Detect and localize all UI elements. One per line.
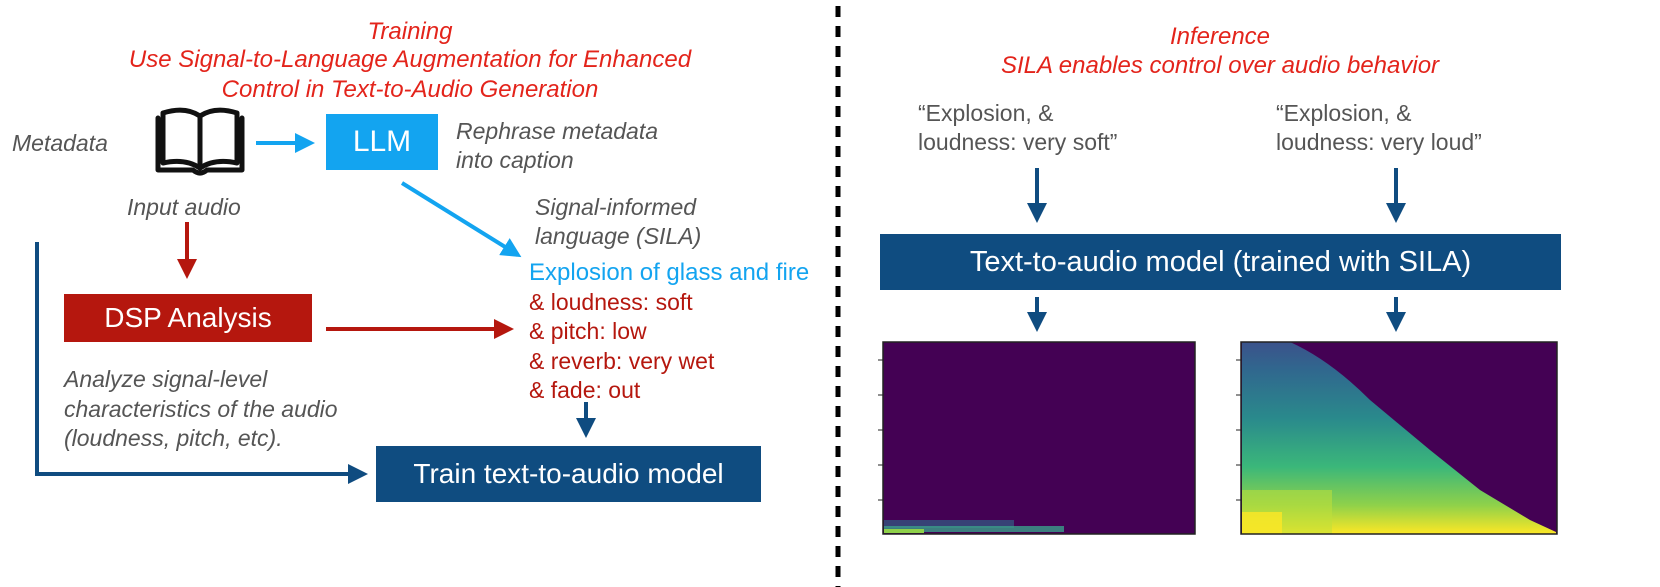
- prompt-soft-line2: loudness: very soft”: [918, 129, 1118, 155]
- caption-attr-pitch: & pitch: low: [529, 318, 647, 344]
- caption-attr-fade: & fade: out: [529, 377, 641, 403]
- metadata-label: Metadata: [12, 130, 108, 156]
- llm-desc-line1: Rephrase metadata: [456, 118, 659, 144]
- prompt-soft-line1: “Explosion, &: [918, 100, 1054, 126]
- train-model-box: Train text-to-audio model: [376, 446, 761, 502]
- prompt-loud-line2: loudness: very loud”: [1276, 129, 1482, 155]
- inference-title: Inference: [1169, 23, 1271, 50]
- inference-subtitle: SILA enables control over audio behavior: [1000, 52, 1440, 79]
- sila-label-line2: language (SILA): [535, 223, 702, 249]
- llm-desc-line2: into caption: [456, 147, 574, 173]
- training-title: Training: [367, 18, 453, 45]
- text-to-audio-model-box: Text-to-audio model (trained with SILA): [880, 234, 1561, 290]
- dsp-desc-line1: Analyze signal-level: [64, 366, 268, 392]
- caption-attr-reverb: & reverb: very wet: [529, 348, 715, 374]
- input-audio-label: Input audio: [127, 194, 241, 220]
- llm-box: LLM: [326, 114, 438, 170]
- prompt-loud-line1: “Explosion, &: [1276, 100, 1412, 126]
- training-subtitle-line2: Control in Text-to-Audio Generation: [221, 76, 599, 103]
- caption-main: Explosion of glass and fire: [529, 259, 810, 286]
- training-subtitle-line1: Use Signal-to-Language Augmentation for …: [128, 46, 692, 73]
- sila-label-line1: Signal-informed: [535, 194, 697, 220]
- caption-attr-loudness: & loudness: soft: [529, 289, 693, 315]
- dsp-desc-line2: characteristics of the audio: [64, 396, 338, 422]
- dsp-analysis-box: DSP Analysis: [64, 294, 312, 342]
- arrow-llm-to-sila: [400, 181, 522, 258]
- dsp-desc-line3: (loudness, pitch, etc).: [64, 425, 283, 451]
